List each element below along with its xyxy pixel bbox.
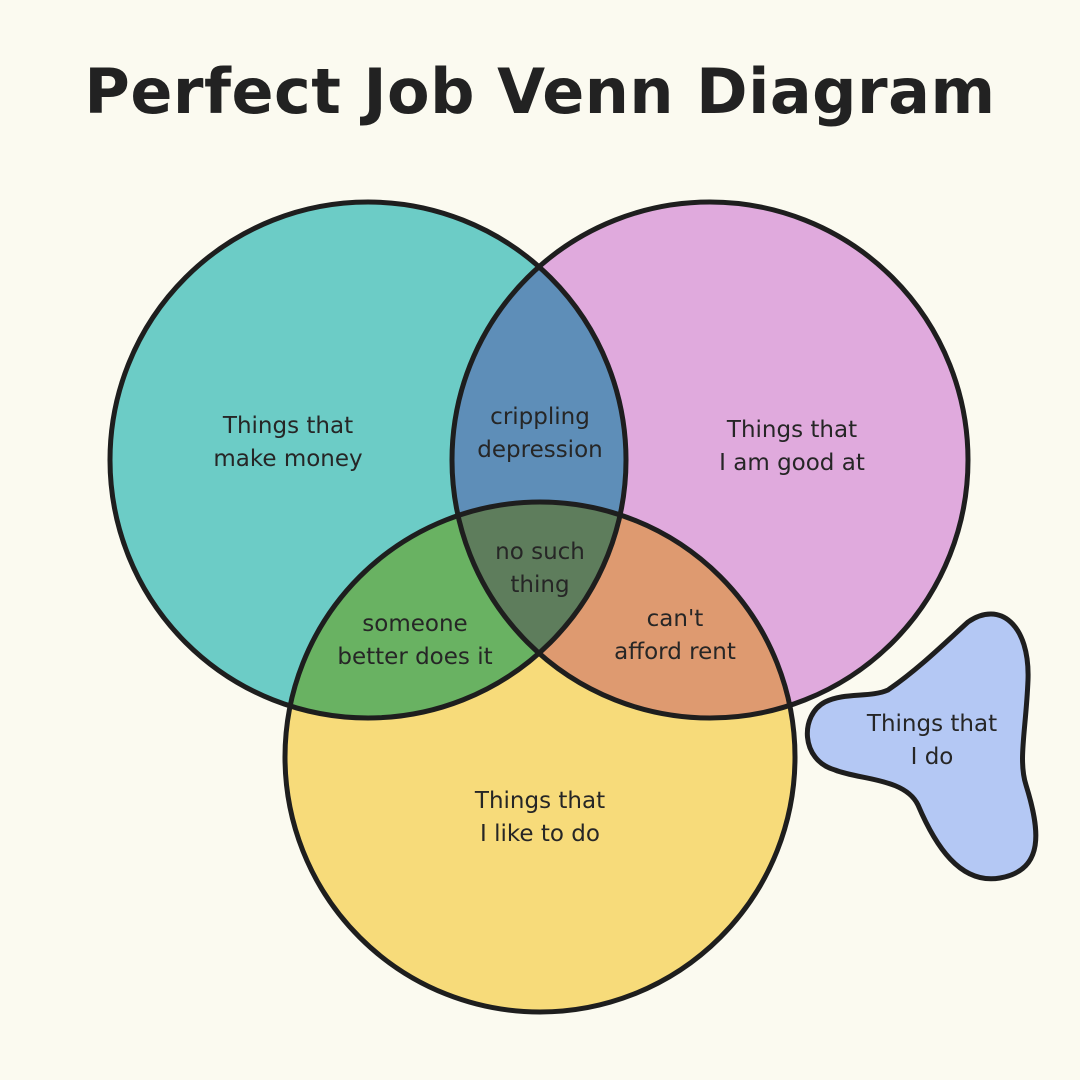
outline-like-to-do <box>282 499 798 1015</box>
label-cant-afford-rent: can't afford rent <box>614 606 736 665</box>
label-make-money: Things that make money <box>213 413 363 472</box>
page-title: Perfect Job Venn Diagram <box>84 55 996 128</box>
outline-make-money <box>107 199 629 721</box>
overlap-good-like <box>452 502 795 718</box>
label-no-such-thing: no such thing <box>495 539 585 598</box>
label-like-to-do: Things that I like to do <box>474 788 606 847</box>
label-someone-better: someone better does it <box>337 611 493 670</box>
label-good-at: Things that I am good at <box>719 417 865 476</box>
label-things-i-do: Things that I do <box>866 711 998 770</box>
blob-things-i-do <box>804 611 1039 882</box>
overlap-money-like <box>285 502 626 718</box>
outline-good-at <box>449 199 971 721</box>
label-crippling-depression: crippling depression <box>477 404 603 463</box>
